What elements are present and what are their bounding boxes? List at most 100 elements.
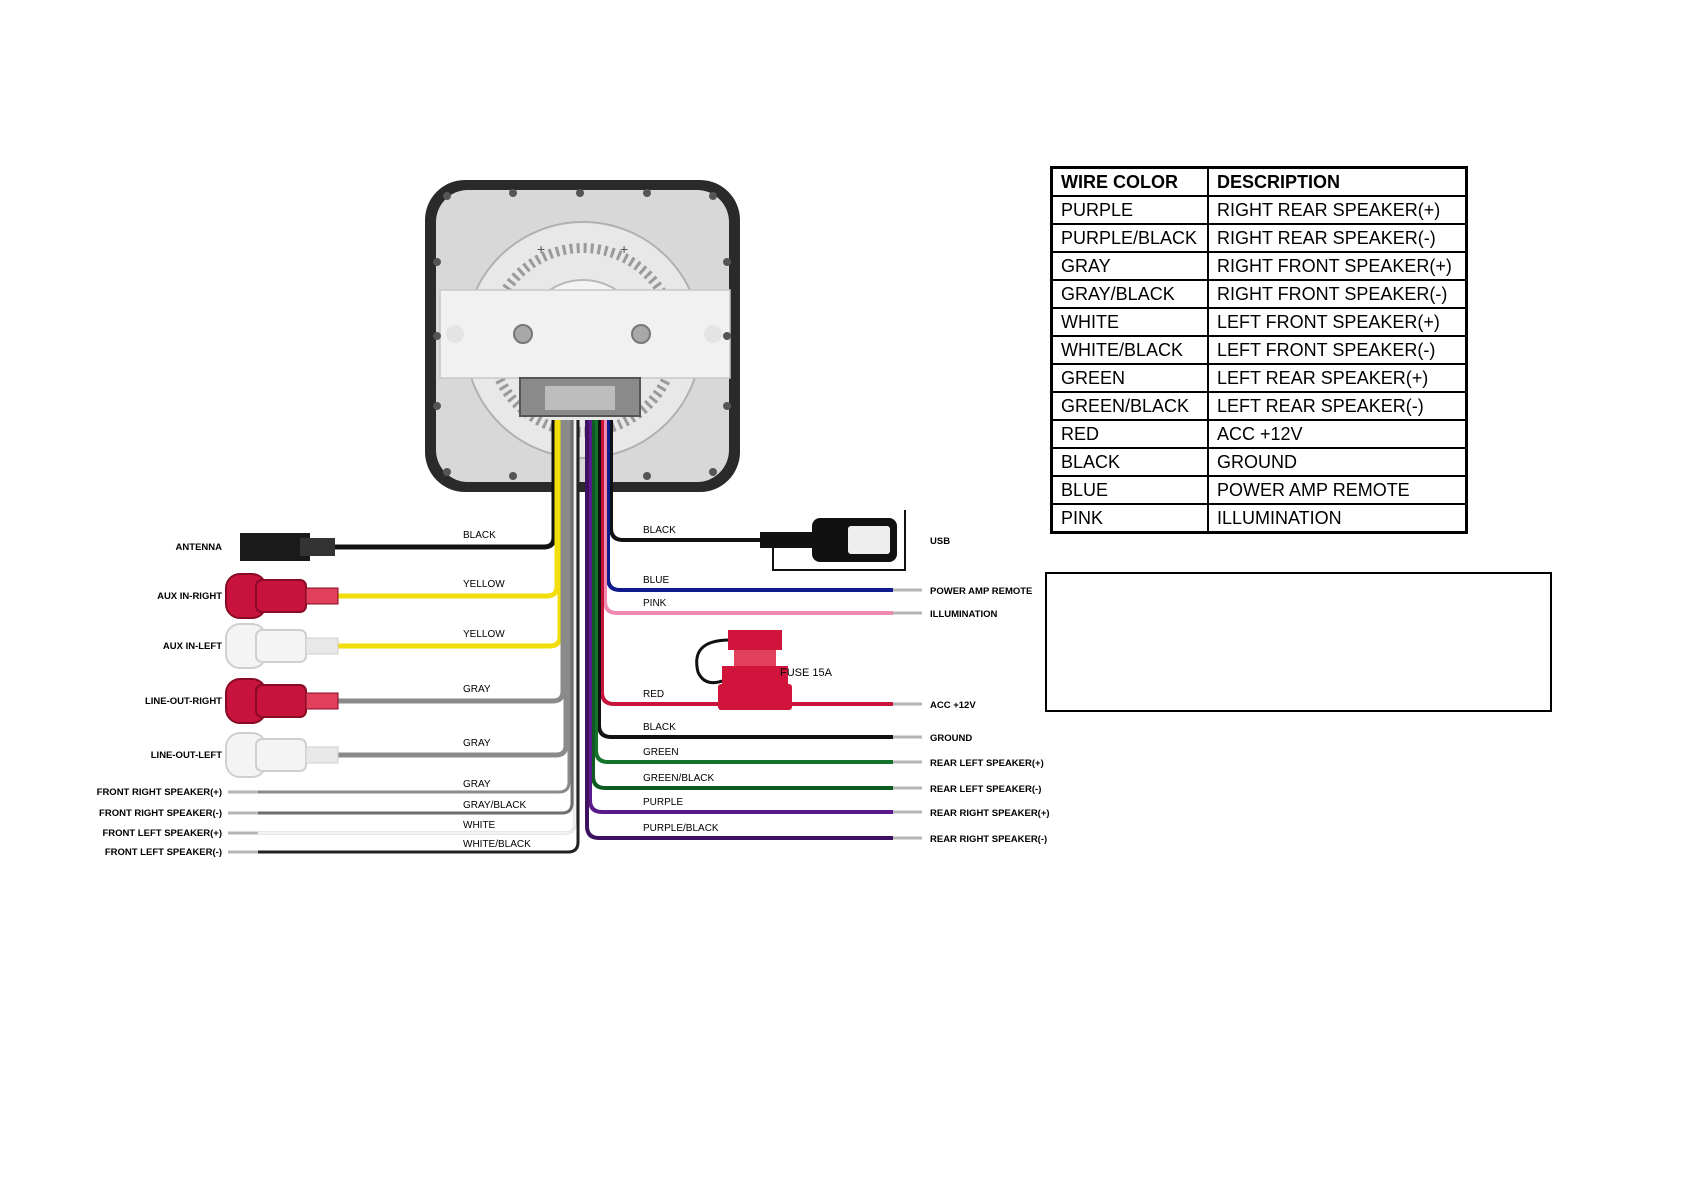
description-cell: POWER AMP REMOTE	[1207, 475, 1468, 505]
wire-red-right	[600, 420, 893, 706]
wire-color-label: BLACK	[643, 722, 676, 733]
wire-yellow-left	[335, 420, 560, 599]
connector-label: REAR RIGHT SPEAKER(-)	[930, 834, 1047, 845]
wire-color-cell: GREEN/BLACK	[1050, 391, 1209, 421]
wire-color-cell: GREEN	[1050, 363, 1209, 393]
connector-label: ANTENNA	[176, 542, 223, 553]
head-unit: + +	[425, 180, 740, 492]
antenna-plug-icon	[300, 538, 335, 556]
wire-color-cell: PURPLE/BLACK	[1050, 223, 1209, 253]
wire-color-cell: BLACK	[1050, 447, 1209, 477]
wire-green-black-right	[591, 420, 893, 790]
description-cell: LEFT FRONT SPEAKER(-)	[1207, 335, 1468, 365]
wire-color-label: GREEN/BLACK	[643, 773, 714, 784]
wire-color-cell: PURPLE	[1050, 195, 1209, 225]
usb-connector-icon	[760, 510, 906, 571]
wire-color-label: GRAY/BLACK	[463, 800, 526, 811]
connector-label: GROUND	[930, 733, 972, 744]
wire-highlight	[258, 420, 576, 834]
wire-blue-right	[606, 420, 893, 592]
connector-label: AUX IN-RIGHT	[157, 591, 222, 602]
wire-gray-left	[258, 420, 571, 794]
note-box	[1045, 572, 1552, 712]
wire-color-label: WHITE/BLACK	[463, 839, 531, 850]
description-cell: RIGHT FRONT SPEAKER(-)	[1207, 279, 1468, 309]
wire-color-label: BLACK	[643, 525, 676, 536]
fuse-label: FUSE 15A	[780, 667, 833, 679]
connector-label: REAR LEFT SPEAKER(+)	[930, 758, 1044, 769]
connector-label: FRONT LEFT SPEAKER(-)	[105, 847, 222, 858]
description-cell: RIGHT FRONT SPEAKER(+)	[1207, 251, 1468, 281]
wire-color-cell: WHITE/BLACK	[1050, 335, 1209, 365]
connector-label: LINE-OUT-RIGHT	[145, 696, 222, 707]
header-wire-color: WIRE COLOR	[1050, 166, 1209, 197]
connector-label: ACC +12V	[930, 700, 976, 711]
wire-purple-right	[588, 420, 893, 814]
table-header-row: WIRE COLOR DESCRIPTION	[1050, 166, 1468, 197]
svg-text:+: +	[620, 241, 628, 257]
antenna-connector-icon	[240, 533, 310, 561]
wire-yellow-left	[335, 420, 563, 649]
description-cell: ACC +12V	[1207, 419, 1468, 449]
wire-color-label: PURPLE	[643, 797, 683, 808]
wire-black-left	[335, 420, 557, 550]
wire-color-label: WHITE	[463, 820, 496, 831]
rca-red-plug-icon	[225, 573, 339, 619]
description-cell: GROUND	[1207, 447, 1468, 477]
connector-label: ILLUMINATION	[930, 609, 998, 620]
wire-gray-left	[335, 420, 569, 758]
wire-green-right	[594, 420, 893, 764]
wire-black-right	[597, 420, 893, 739]
wire-color-label: YELLOW	[463, 579, 505, 590]
connector-label: FRONT RIGHT SPEAKER(-)	[99, 808, 222, 819]
svg-text:+: +	[537, 241, 545, 257]
wire-color-label: GRAY	[463, 684, 491, 695]
description-cell: RIGHT REAR SPEAKER(-)	[1207, 223, 1468, 253]
wire-white-black-left	[258, 420, 580, 854]
wire-color-cell: GRAY/BLACK	[1050, 279, 1209, 309]
description-cell: LEFT REAR SPEAKER(+)	[1207, 363, 1468, 393]
connector-label: AUX IN-LEFT	[163, 641, 222, 652]
wire-color-label: GRAY	[463, 779, 491, 790]
connector-label: USB	[930, 536, 950, 547]
connector-label: REAR LEFT SPEAKER(-)	[930, 784, 1041, 795]
wire-color-label: PINK	[643, 598, 667, 609]
wire-color-cell: BLUE	[1050, 475, 1209, 505]
wire-color-label: PURPLE/BLACK	[643, 823, 719, 834]
connector-label: FRONT RIGHT SPEAKER(+)	[97, 787, 222, 798]
wire-color-cell: WHITE	[1050, 307, 1209, 337]
fuse-holder-icon	[695, 630, 792, 710]
wire-color-cell: RED	[1050, 419, 1209, 449]
header-description: DESCRIPTION	[1207, 166, 1468, 197]
rca-white-plug-icon	[225, 732, 339, 778]
description-cell: LEFT REAR SPEAKER(-)	[1207, 391, 1468, 421]
wire-color-cell: GRAY	[1050, 251, 1209, 281]
wire-gray-left	[335, 420, 566, 704]
wire-gray-black-left	[258, 420, 574, 815]
wire-pink-right	[603, 420, 893, 615]
description-cell: ILLUMINATION	[1207, 503, 1468, 534]
rca-red-plug-icon	[225, 678, 339, 724]
connector-label: LINE-OUT-LEFT	[151, 750, 222, 761]
connector-label: FRONT LEFT SPEAKER(+)	[102, 828, 222, 839]
wire-color-label: YELLOW	[463, 629, 505, 640]
rca-white-plug-icon	[225, 623, 339, 669]
description-cell: LEFT FRONT SPEAKER(+)	[1207, 307, 1468, 337]
wire-color-cell: PINK	[1050, 503, 1209, 534]
connector-label: REAR RIGHT SPEAKER(+)	[930, 808, 1050, 819]
wire-black-right	[609, 420, 765, 542]
